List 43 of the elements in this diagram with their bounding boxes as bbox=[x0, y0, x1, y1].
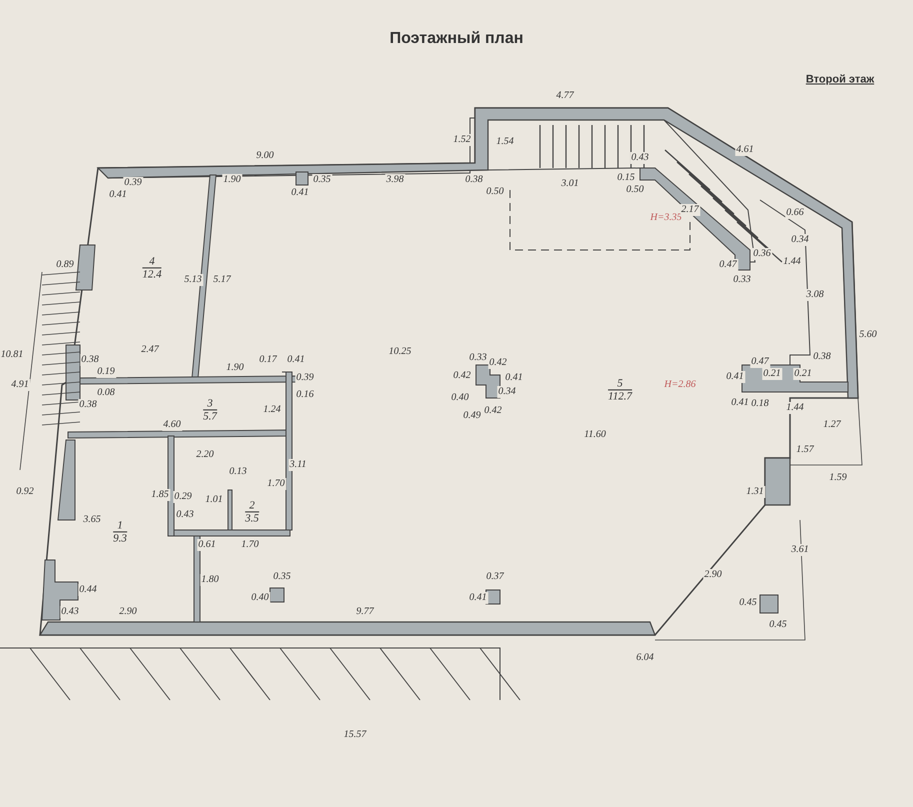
dimension-label: 0.40 bbox=[250, 592, 270, 604]
dimension-label: 0.47 bbox=[718, 259, 738, 271]
dimension-label: 3.61 bbox=[790, 544, 810, 556]
dimension-label: 0.41 bbox=[468, 592, 488, 604]
dimension-label: 0.39 bbox=[295, 372, 315, 384]
dimension-label: 1.31 bbox=[745, 486, 765, 498]
room-number: 4 bbox=[142, 255, 162, 268]
dimension-label: 4.61 bbox=[735, 144, 755, 156]
floor-label: Второй этаж bbox=[804, 74, 876, 86]
dimension-label: 0.61 bbox=[197, 539, 217, 551]
plan-title: Поэтажный план bbox=[388, 30, 524, 48]
room-number: 2 bbox=[245, 499, 259, 512]
dimension-label: 0.29 bbox=[173, 491, 193, 503]
dimension-label: 3.08 bbox=[805, 289, 825, 301]
dimension-label: 0.21 bbox=[793, 368, 813, 380]
dimension-label: 0.43 bbox=[630, 152, 650, 164]
room-area-value: 9.3 bbox=[113, 532, 127, 545]
dimension-label: 0.34 bbox=[790, 234, 810, 246]
dimension-label: 0.34 bbox=[497, 386, 517, 398]
room-area-value: 3.5 bbox=[245, 512, 259, 525]
dimension-label: 1.70 bbox=[266, 478, 286, 490]
room-area-value: 5.7 bbox=[203, 410, 217, 423]
dimension-label: 4.91 bbox=[10, 379, 30, 391]
room-number: 5 bbox=[608, 377, 632, 390]
room-area-value: 12.4 bbox=[142, 268, 162, 281]
dimension-label: 3.11 bbox=[288, 459, 308, 471]
dimension-label: 0.21 bbox=[762, 368, 782, 380]
dimension-label: 2.90 bbox=[703, 569, 723, 581]
dimension-label: 0.19 bbox=[96, 366, 116, 378]
room-number: 3 bbox=[203, 397, 217, 410]
dimension-label: 0.41 bbox=[725, 371, 745, 383]
dimension-label: 0.47 bbox=[750, 356, 770, 368]
room-area-value: 112.7 bbox=[608, 390, 632, 403]
room-number: 1 bbox=[113, 519, 127, 532]
dimension-label: 0.66 bbox=[785, 207, 805, 219]
dimension-label: 2.17 bbox=[680, 204, 700, 216]
dimension-label: 4.60 bbox=[162, 419, 182, 431]
dimension-label: 0.36 bbox=[752, 248, 772, 260]
dimension-label: 0.42 bbox=[488, 357, 508, 369]
dimension-label: 1.52 bbox=[452, 134, 472, 146]
dimension-label: 1.85 bbox=[150, 489, 170, 501]
dimension-label: 1.44 bbox=[785, 402, 805, 414]
dimension-label: 5.13 bbox=[183, 274, 203, 286]
